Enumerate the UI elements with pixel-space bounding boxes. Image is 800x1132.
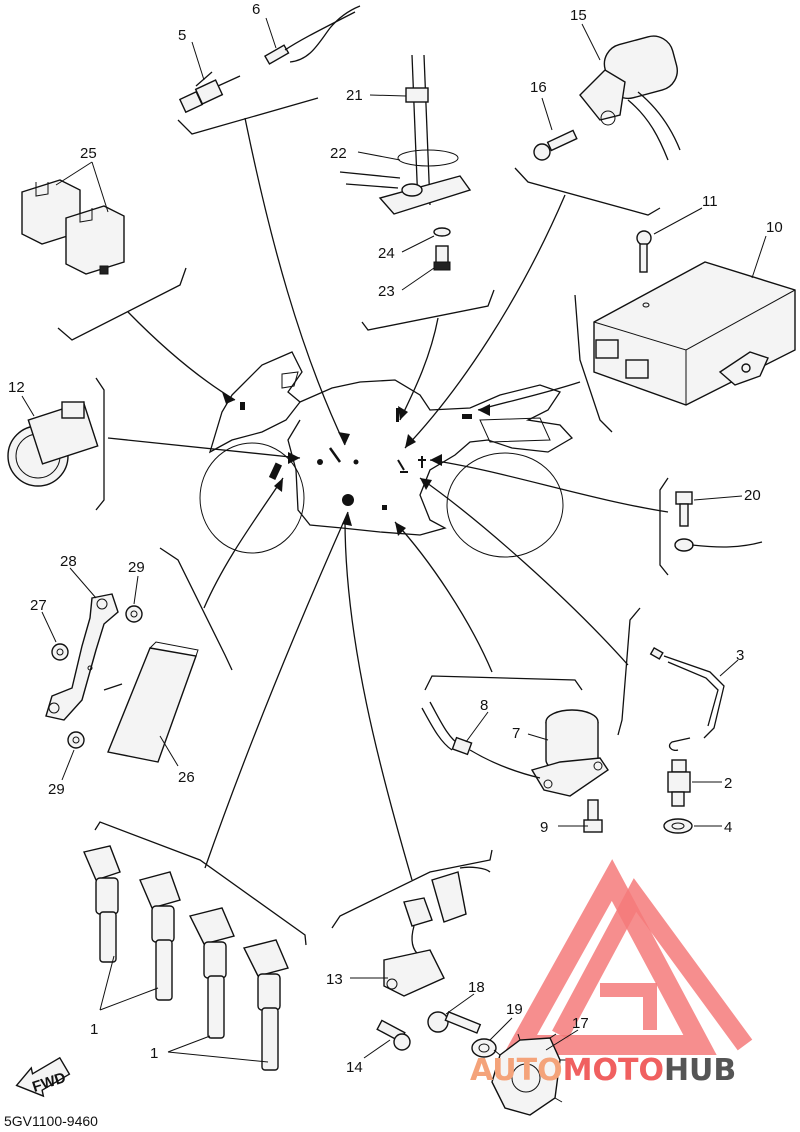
callout-4: 4	[724, 819, 732, 836]
part-9-bolt	[583, 799, 603, 833]
callout-19: 19	[506, 1001, 523, 1018]
callout-9: 9	[540, 819, 548, 836]
callout-16: 16	[530, 79, 547, 96]
callout-21: 21	[346, 87, 363, 104]
callout-29-top: 29	[128, 559, 145, 576]
part-10-cdi-unit	[593, 261, 796, 406]
diagram-code: 5GV1100-9460	[4, 1113, 98, 1129]
part-28-bracket	[45, 593, 119, 721]
part-15-sensor	[579, 35, 681, 161]
svg-text:AUTOMOTOHUB: AUTOMOTOHUB	[470, 1053, 736, 1088]
callout-leaders	[21, 17, 767, 1059]
callout-29-bottom: 29	[48, 781, 65, 798]
part-6-lead-wire	[264, 5, 361, 65]
callout-23: 23	[378, 283, 395, 300]
part-19-washer	[471, 1038, 497, 1058]
leader-lines	[57, 97, 669, 946]
callout-28: 28	[60, 553, 77, 570]
callout-1-upper: 1	[90, 1021, 98, 1038]
part-2-sensor	[667, 759, 691, 807]
watermark-brand-moto: MOTO	[563, 1053, 664, 1088]
callout-18: 18	[468, 979, 485, 996]
callout-14: 14	[346, 1059, 363, 1076]
motorcycle-outline	[199, 351, 574, 558]
callout-5: 5	[178, 27, 186, 44]
callout-26: 26	[178, 769, 195, 786]
part-18-bolt	[427, 1011, 482, 1034]
part-5-sensor	[178, 71, 241, 114]
watermark-logo	[502, 859, 753, 1055]
callout-27: 27	[30, 597, 47, 614]
callout-17: 17	[572, 1015, 589, 1032]
part-14-screw	[376, 1019, 411, 1051]
callout-6: 6	[252, 1, 260, 18]
callout-labels: 5 6 21 22 24 23 15 16 25 11 10 12 20 28 …	[8, 1, 783, 1076]
part-12-thermo-switch	[7, 401, 99, 487]
part-16-bolt	[533, 129, 578, 161]
part-7-sensor	[530, 709, 609, 797]
callout-2: 2	[724, 775, 732, 792]
callout-7: 7	[512, 725, 520, 742]
part-4-washer	[663, 818, 693, 834]
part-25-relays	[21, 179, 125, 275]
part-20-bolt-lead	[674, 491, 763, 552]
part-11-screw	[636, 230, 652, 308]
callout-20: 20	[744, 487, 761, 504]
callout-8: 8	[480, 697, 488, 714]
callout-10: 10	[766, 219, 783, 236]
part-17-rotor-plate	[491, 1033, 566, 1116]
callout-1-lower: 1	[150, 1045, 158, 1062]
callout-13: 13	[326, 971, 343, 988]
watermark-brand-hub: HUB	[664, 1053, 736, 1088]
callout-25: 25	[80, 145, 97, 162]
callout-22: 22	[330, 145, 347, 162]
watermark-text: AUTOMOTOHUB	[470, 1053, 736, 1088]
callout-12: 12	[8, 379, 25, 396]
part-3-lead	[649, 646, 725, 752]
part-13-pickup-coil	[383, 866, 491, 997]
part-29-washers	[67, 605, 143, 749]
callout-24: 24	[378, 245, 395, 262]
part-1-ignition-coils	[83, 845, 289, 1071]
callout-11: 11	[702, 193, 718, 210]
fwd-arrow: FWD	[15, 1056, 71, 1098]
callout-3: 3	[736, 647, 744, 664]
callout-15: 15	[570, 7, 587, 24]
part-27-bolt	[51, 643, 69, 661]
watermark-brand-auto: AUTO	[470, 1053, 563, 1088]
part-26-cover	[103, 641, 199, 763]
part-21-24-gauge	[339, 54, 472, 271]
part-8-lead	[421, 701, 541, 779]
